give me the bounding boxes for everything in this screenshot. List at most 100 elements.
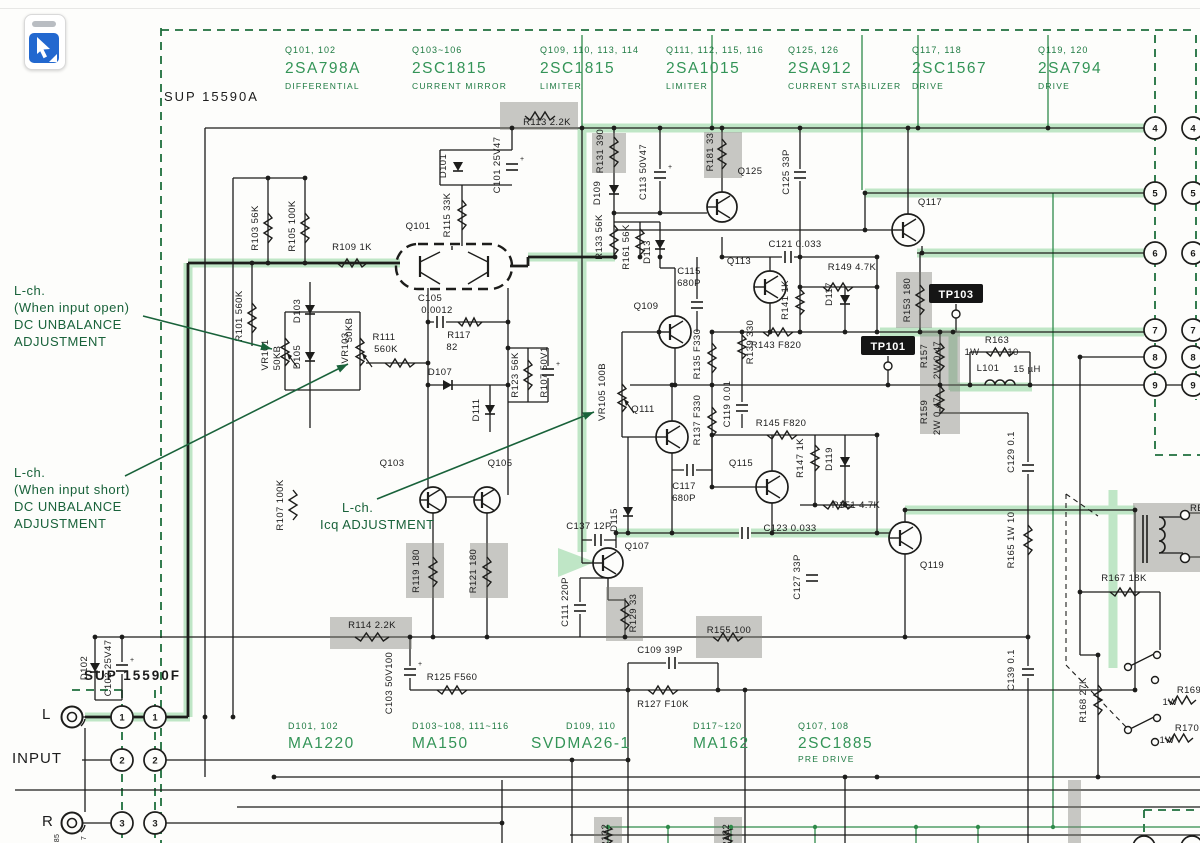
test-point-terminal <box>951 309 961 319</box>
component-label: D107 <box>428 367 452 378</box>
junction-dot <box>265 175 271 181</box>
component-label: Q109 <box>634 301 659 312</box>
component-label: D117 <box>824 282 835 306</box>
component-label: R101 560K <box>234 290 245 341</box>
component-label: R147 1K <box>795 438 806 478</box>
cap-gap <box>691 299 703 311</box>
resistor-symbol <box>822 499 854 511</box>
group-part-number: SVDMA26-1 <box>531 735 631 752</box>
diode-symbol <box>840 457 850 466</box>
junction-dot <box>1132 687 1138 693</box>
component-label: R107 100K <box>275 479 286 530</box>
resistor-symbol <box>1109 586 1141 598</box>
component-label: Q103 <box>380 458 405 469</box>
connector-pin-number: 7 <box>1190 326 1195 337</box>
junction-dot-green <box>1050 824 1056 830</box>
gray-marker-box <box>406 543 444 598</box>
junction-dot <box>669 382 675 388</box>
junction-dot <box>885 382 891 388</box>
component-label: VR101 <box>260 339 271 370</box>
component-label: C113 50V47 <box>638 144 649 200</box>
junction-dot <box>1095 652 1101 658</box>
junction-dot <box>842 502 848 508</box>
resistor-symbol <box>934 385 946 415</box>
component-label: R161 56K <box>621 224 632 270</box>
component-label: 50KB <box>344 318 355 343</box>
connector-pin-number: 9 <box>1190 381 1195 392</box>
connector-pin-number: 5 <box>1152 189 1158 200</box>
connector-pin-number: 5 <box>1190 189 1196 200</box>
diode-symbol <box>655 240 665 249</box>
polarity-plus: + <box>418 661 422 668</box>
group-designators: Q125, 126 <box>788 45 839 55</box>
resistor-symbol <box>524 110 556 122</box>
junction-dot <box>625 530 631 536</box>
cap-gap <box>806 572 818 584</box>
component-label: 560K <box>374 344 398 355</box>
annotation-text: (When input short) <box>14 482 130 497</box>
annotation-arrowhead <box>582 412 594 420</box>
annotation-arrow <box>376 411 595 500</box>
component-label: R141 1K <box>780 280 791 320</box>
mechanical-link-dashed <box>1065 664 1129 730</box>
resistor-symbol <box>766 429 798 441</box>
component-label: 50KB <box>272 346 283 371</box>
junction-dot <box>1095 774 1101 780</box>
resistor-symbol <box>985 346 1015 358</box>
junction-dot <box>902 634 908 640</box>
resistor-symbol <box>522 359 534 391</box>
junction-dot <box>812 502 818 508</box>
jack-arc <box>80 824 86 833</box>
junction-dot <box>797 329 803 335</box>
resistor-symbol <box>279 337 291 367</box>
screenshot-tool-button[interactable] <box>24 14 66 70</box>
junction-dot <box>862 190 868 196</box>
annotation-arrowhead <box>336 364 348 373</box>
component-label: C125 33P <box>781 149 792 194</box>
gray-marker-box <box>1068 780 1081 843</box>
inductor-symbol <box>984 379 1016 386</box>
component-label: D103 <box>292 299 303 323</box>
component-label: Q115 <box>729 458 753 469</box>
board-label-sup15590a: SUP 15590A <box>164 89 259 104</box>
annotation-text: L-ch. <box>342 500 373 515</box>
input-jack <box>60 705 84 729</box>
resistor-symbol <box>287 489 299 521</box>
cap-gap <box>684 464 696 476</box>
left-channel-label: L <box>42 706 51 723</box>
pot-wiper-arrow <box>624 399 629 406</box>
connector-pin-number: 8 <box>1152 353 1157 364</box>
group-part-number: 2SC1815 <box>540 60 615 77</box>
component-label: Q125 <box>738 166 763 177</box>
junction-dot <box>709 125 715 131</box>
resistor-symbol <box>712 631 744 643</box>
diode-symbol <box>485 405 495 414</box>
right-channel-label: R <box>42 813 53 830</box>
diode-symbol <box>840 295 850 304</box>
connector-pin-circle <box>143 811 167 835</box>
junction-dot <box>919 250 925 256</box>
gray-marker-box <box>920 330 960 434</box>
transistor-lead <box>902 218 917 228</box>
group-designators: Q111, 112, 115, 116 <box>666 45 764 55</box>
resistor-symbol <box>262 212 274 244</box>
group-function: CURRENT STABILIZER <box>788 81 901 91</box>
transistor-lead <box>902 232 917 242</box>
component-label: Q107 <box>625 541 650 552</box>
junction-dot <box>967 382 973 388</box>
group-part-number: 2SA1015 <box>666 60 740 77</box>
junction-dot <box>302 260 308 266</box>
junction-dot <box>917 329 923 335</box>
test-point-label: TP101 <box>871 341 906 353</box>
resistor-symbol <box>1022 524 1034 556</box>
gray-marker-box <box>896 272 932 328</box>
group-part-number: 2SA794 <box>1038 60 1102 77</box>
component-label: C111 220P <box>560 577 571 627</box>
component-label: 10 <box>1007 347 1018 358</box>
board-label-sup15590f: SUP 15590F <box>84 668 182 683</box>
group-part-number: MA1220 <box>288 735 355 752</box>
cap-gap <box>739 527 751 539</box>
component-label: R113 2.2K <box>523 117 571 128</box>
resistor-symbol <box>616 383 628 413</box>
